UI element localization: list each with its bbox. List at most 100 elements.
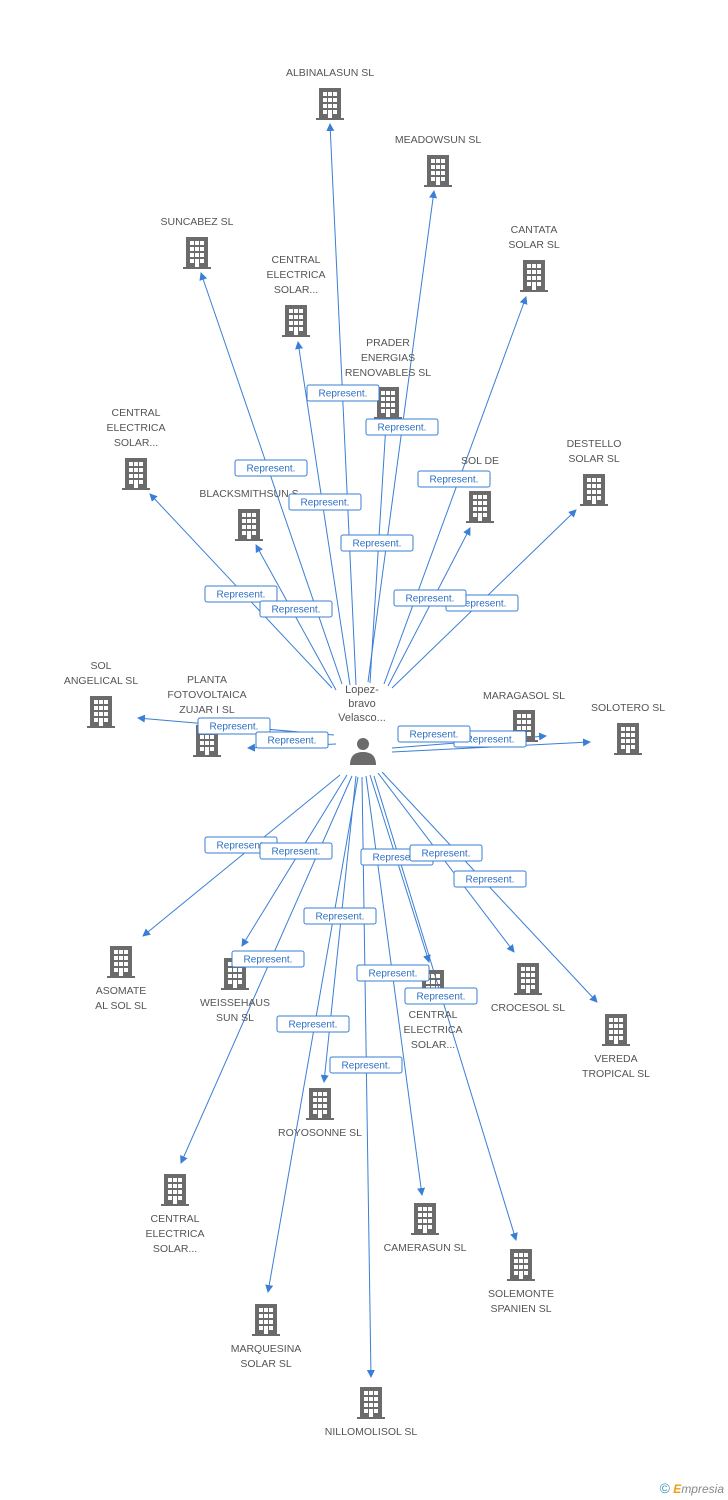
represent-badge-solde[interactable]: Represent. bbox=[393, 589, 467, 607]
company-label-line: SOLEMONTE bbox=[488, 1288, 554, 1300]
building-icon bbox=[580, 474, 608, 506]
represent-badge-vereda[interactable]: Represent. bbox=[453, 870, 527, 888]
represent-badge-nillomolisol[interactable]: Represent. bbox=[329, 1056, 403, 1074]
represent-badge-label: Represent. bbox=[342, 1061, 391, 1072]
company-label-line: MARAGASOL SL bbox=[483, 690, 565, 702]
building-icon bbox=[514, 963, 542, 995]
company-label-line: MARQUESINA bbox=[231, 1343, 302, 1355]
edge-to-central4 bbox=[180, 775, 353, 1164]
company-node-nillomolisol[interactable]: NILLOMOLISOL SL bbox=[325, 1387, 418, 1438]
company-label-line: ENERGIAS bbox=[361, 352, 415, 364]
building-icon bbox=[602, 1014, 630, 1046]
company-node-blacksmithsun[interactable]: BLACKSMITHSUN S bbox=[199, 488, 299, 541]
person-icon bbox=[350, 738, 376, 765]
company-node-meadowsun[interactable]: MEADOWSUN SL bbox=[395, 134, 482, 187]
represent-badge-label: Represent. bbox=[244, 955, 293, 966]
company-label-line: ROYOSONNE SL bbox=[278, 1127, 362, 1139]
company-label-line: ELECTRICA bbox=[404, 1024, 463, 1036]
represent-badge-central1[interactable]: Represent. bbox=[288, 493, 362, 511]
center-label-line-1: Lopez- bbox=[345, 684, 379, 696]
building-icon bbox=[424, 155, 452, 187]
building-icon bbox=[282, 305, 310, 337]
company-node-central1[interactable]: CENTRALELECTRICASOLAR... bbox=[267, 254, 326, 337]
represent-badge-central2[interactable]: Represent. bbox=[204, 585, 278, 603]
represent-badge-angelical[interactable]: Represent. bbox=[197, 717, 271, 735]
company-label-line: SOLAR... bbox=[153, 1243, 197, 1255]
company-label-line: CANTATA bbox=[511, 224, 558, 236]
represent-badge-solotero[interactable]: Represent. bbox=[397, 725, 471, 743]
building-icon bbox=[306, 1088, 334, 1120]
company-node-albinalasun[interactable]: ALBINALASUN SL bbox=[286, 67, 374, 120]
company-label-line: SOL DE bbox=[461, 455, 499, 467]
company-node-crocesol[interactable]: CROCESOL SL bbox=[491, 963, 565, 1014]
represent-badge-label: Represent. bbox=[410, 730, 459, 741]
company-label-line: ALBINALASUN SL bbox=[286, 67, 374, 79]
represent-badge-suncabez[interactable]: Represent. bbox=[234, 459, 308, 477]
company-label-line: CENTRAL bbox=[111, 407, 160, 419]
represent-badge-camerasun[interactable]: Represent. bbox=[356, 964, 430, 982]
represent-badge-crocesol[interactable]: Represent. bbox=[409, 844, 483, 862]
company-node-maragasol[interactable]: MARAGASOL SL bbox=[483, 690, 565, 742]
building-icon bbox=[87, 696, 115, 728]
edge-to-prader bbox=[369, 423, 390, 684]
edge-to-marquesina bbox=[265, 776, 359, 1293]
company-label-line: SUN SL bbox=[216, 1012, 254, 1024]
company-node-central4[interactable]: CENTRALELECTRICASOLAR... bbox=[146, 1174, 205, 1255]
represent-badge-solemonte[interactable]: Represent. bbox=[404, 987, 478, 1005]
represent-badge-prader[interactable]: Represent. bbox=[340, 534, 414, 552]
represent-badge-label: Represent. bbox=[289, 1020, 338, 1031]
edge-to-central3 bbox=[369, 774, 431, 963]
company-node-central3[interactable]: CENTRALELECTRICASOLAR... bbox=[404, 970, 463, 1051]
represent-badge-central4[interactable]: Represent. bbox=[231, 950, 305, 968]
represent-badge-blacksmithsun[interactable]: Represent. bbox=[259, 600, 333, 618]
edge-to-meadowsun bbox=[367, 190, 438, 683]
brand-name: mpresia bbox=[681, 1482, 724, 1496]
company-label-line: WEISSEHAUS bbox=[200, 997, 270, 1009]
building-icon bbox=[252, 1304, 280, 1336]
company-node-suncabez[interactable]: SUNCABEZ SL bbox=[161, 216, 234, 269]
building-icon bbox=[507, 1249, 535, 1281]
company-label-line: CENTRAL bbox=[271, 254, 320, 266]
represent-badge-marquesina[interactable]: Represent. bbox=[276, 1015, 350, 1033]
edge-to-camerasun bbox=[365, 775, 426, 1196]
company-node-camerasun[interactable]: CAMERASUN SL bbox=[384, 1203, 467, 1254]
company-node-central2[interactable]: CENTRALELECTRICASOLAR... bbox=[107, 407, 166, 490]
company-node-solde[interactable]: SOL DEA SL bbox=[461, 455, 499, 523]
company-label-line: SPANIEN SL bbox=[490, 1303, 551, 1315]
company-label-line: SOLAR SL bbox=[568, 453, 620, 465]
company-node-solemonte[interactable]: SOLEMONTE SPANIEN SL bbox=[488, 1249, 554, 1315]
edge-to-suncabez bbox=[199, 272, 343, 685]
represent-badge-label: Represent. bbox=[217, 590, 266, 601]
represent-badge-cantata[interactable]: Represent. bbox=[417, 470, 491, 488]
building-icon bbox=[316, 88, 344, 120]
company-node-weissehaus[interactable]: WEISSEHAUS SUN SL bbox=[200, 958, 270, 1024]
represent-badge-label: Represent. bbox=[422, 849, 471, 860]
nodes-layer: ALBINALASUN SL MEADOWSUN SL SUNCABEZ SL CAN… bbox=[64, 67, 665, 1438]
represent-badge-planta[interactable]: Represent. bbox=[255, 731, 329, 749]
center-person-node[interactable]: Lopez- bravo Velasco... bbox=[338, 684, 386, 765]
edges-layer bbox=[137, 123, 598, 1378]
edge-to-crocesol bbox=[377, 772, 515, 953]
represent-badge-weissehaus[interactable]: Represent. bbox=[259, 842, 333, 860]
company-label-line: FOTOVOLTAICA bbox=[167, 689, 246, 701]
company-node-royosonne[interactable]: ROYOSONNE SL bbox=[278, 1088, 362, 1139]
company-label-line: CAMERASUN SL bbox=[384, 1242, 467, 1254]
company-node-solotero[interactable]: SOLOTERO SL bbox=[591, 702, 665, 755]
represent-badge-label: Represent. bbox=[378, 423, 427, 434]
represent-badge-albinalasun[interactable]: Represent. bbox=[306, 384, 380, 402]
edge-to-weissehaus bbox=[241, 774, 348, 947]
represent-badge-royosonne[interactable]: Represent. bbox=[303, 907, 377, 925]
edge-to-cantata bbox=[383, 296, 528, 685]
building-icon bbox=[235, 509, 263, 541]
edge-to-royosonne bbox=[320, 775, 357, 1083]
building-icon bbox=[411, 1203, 439, 1235]
represent-badge-meadowsun[interactable]: Represent. bbox=[365, 418, 439, 436]
